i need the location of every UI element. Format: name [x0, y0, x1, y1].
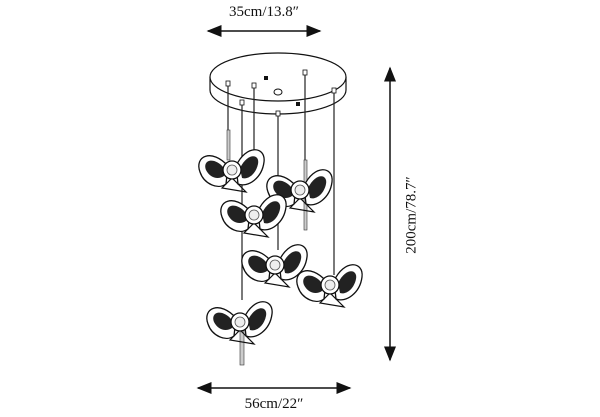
- pendant-light-icon: [220, 194, 287, 238]
- pendant-light-icon: [296, 264, 363, 308]
- canopy-width-label: 35cm/13.8″: [229, 4, 299, 20]
- pendant-light-icon: [198, 149, 265, 193]
- pendant-light-icon: [206, 301, 273, 345]
- overall-diameter-label: 56cm/22″: [244, 396, 304, 412]
- total-height-label: 200cm/78.7″: [403, 176, 420, 254]
